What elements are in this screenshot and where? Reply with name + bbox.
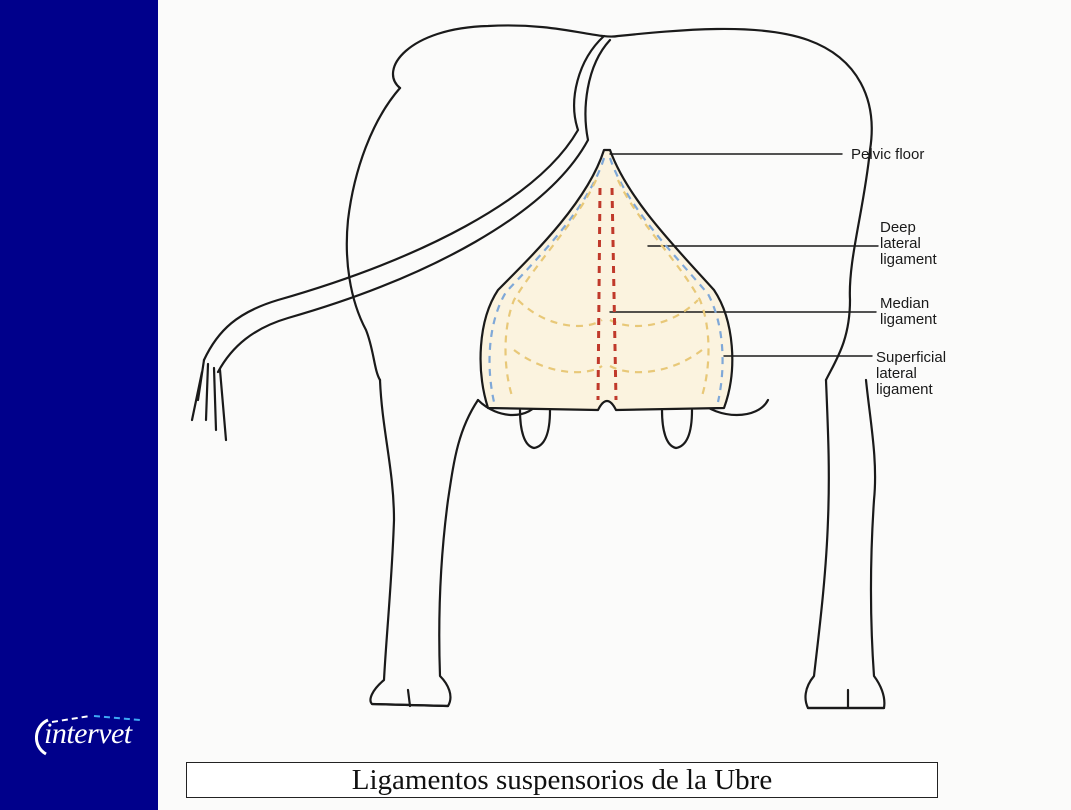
label-superficial-lateral-ligament: Superficial lateral ligament xyxy=(876,350,946,398)
cow-left-side-outline xyxy=(347,88,400,380)
right-teat xyxy=(662,410,692,448)
intervet-logo: intervet xyxy=(30,712,150,762)
tail-switch xyxy=(192,360,226,440)
slide-caption: Ligamentos suspensorios de la Ubre xyxy=(352,764,772,797)
left-leg-outline xyxy=(371,380,479,706)
label-median-ligament: Median ligament xyxy=(880,296,937,328)
slide-canvas: Pelvic floor Deep lateral ligament Media… xyxy=(158,0,1071,810)
logo-text: intervet xyxy=(44,717,132,751)
right-leg-outline xyxy=(806,380,885,708)
label-pelvic-floor: Pelvic floor xyxy=(851,147,924,163)
right-hoof xyxy=(808,690,884,708)
sidebar: intervet xyxy=(0,0,158,810)
caption-box: Ligamentos suspensorios de la Ubre xyxy=(186,762,938,798)
left-teat xyxy=(520,410,550,448)
label-deep-lateral-ligament: Deep lateral ligament xyxy=(880,220,937,268)
cow-udder-diagram xyxy=(158,0,1071,810)
left-hoof xyxy=(372,690,448,706)
